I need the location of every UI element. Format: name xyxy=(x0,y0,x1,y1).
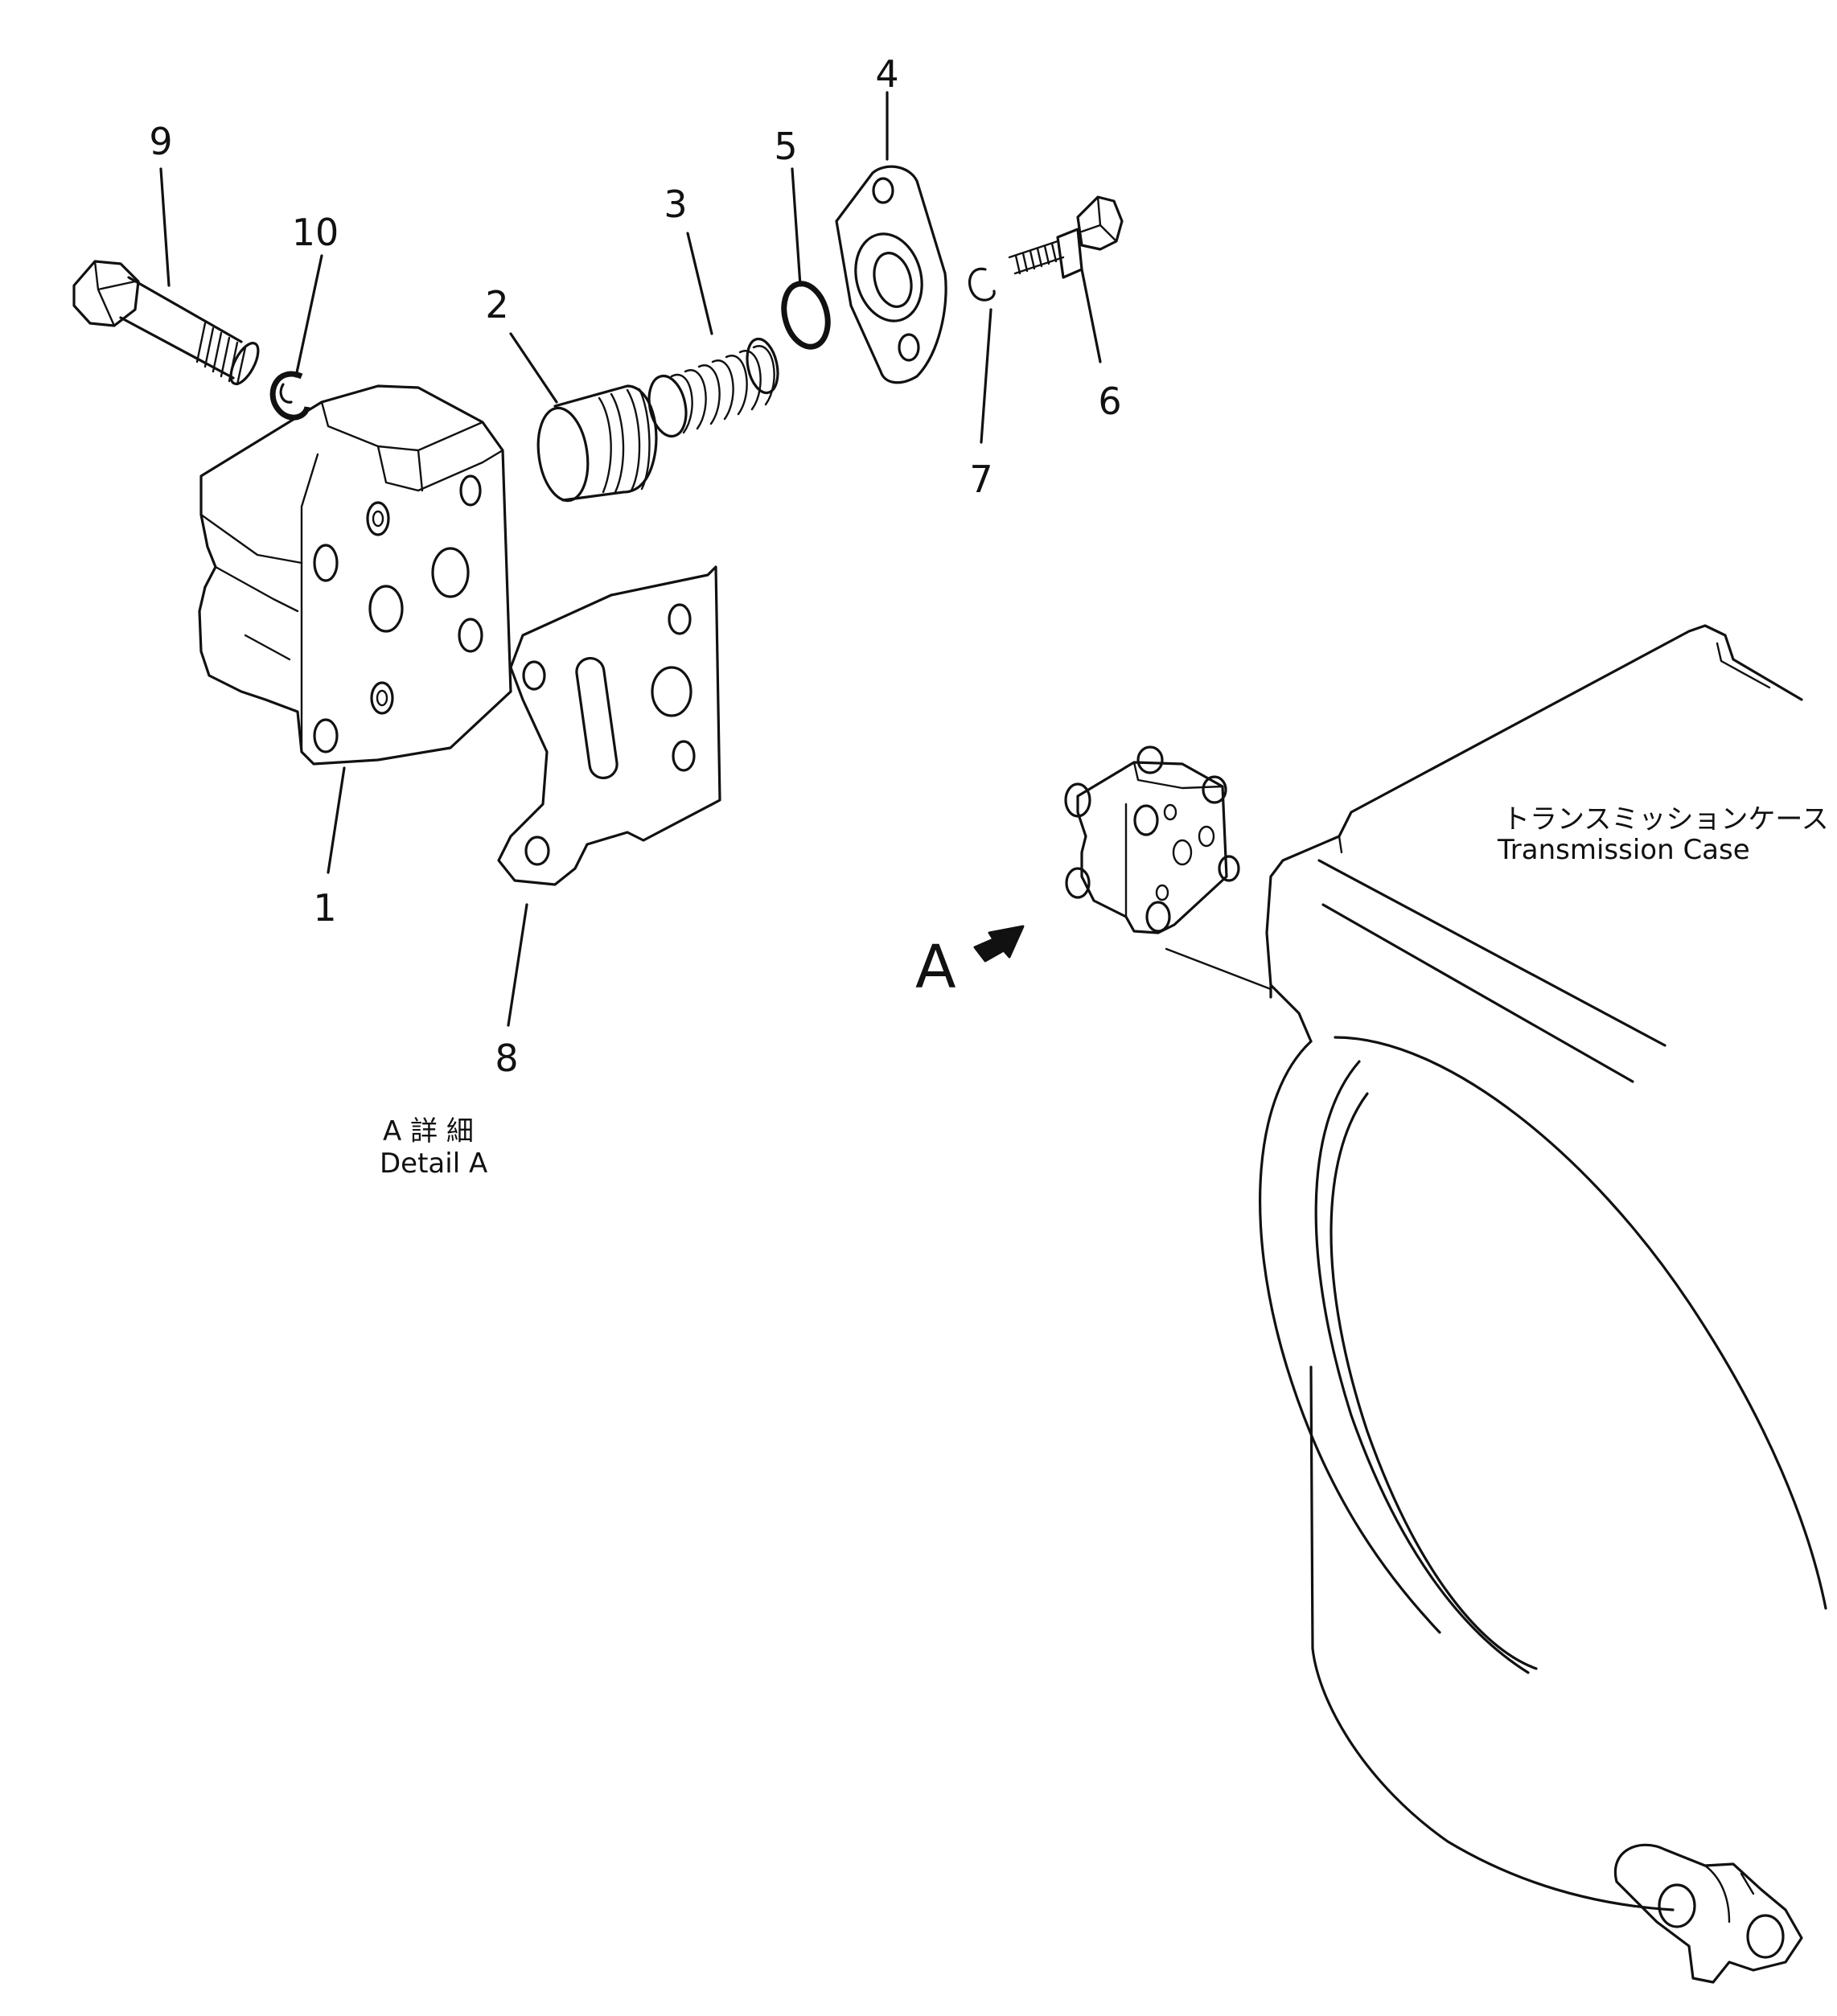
callout-2: 2 xyxy=(485,283,508,326)
callout-1: 1 xyxy=(313,886,336,930)
detail-caption-jp: A 詳 細 xyxy=(383,1115,474,1148)
callout-7: 7 xyxy=(969,458,992,501)
part-2-spool xyxy=(536,384,658,503)
part-10-washer xyxy=(269,371,310,421)
detail-caption: A 詳 細 Detail A xyxy=(380,1115,487,1180)
callout-numbers: 1 2 3 4 5 6 7 8 9 10 xyxy=(149,52,1121,1080)
callout-10: 10 xyxy=(292,211,339,254)
callout-9: 9 xyxy=(149,120,172,163)
part-1-valve-body xyxy=(198,384,512,766)
callout-8: 8 xyxy=(495,1037,518,1080)
view-arrow-icon xyxy=(973,925,1025,963)
leader-lines xyxy=(159,91,1102,1027)
transmission-case xyxy=(1165,624,1827,1984)
detail-caption-en: Detail A xyxy=(380,1148,487,1180)
callout-4: 4 xyxy=(875,52,898,96)
part-3-spring xyxy=(647,337,779,438)
case-caption-en: Transmission Case xyxy=(1497,834,1750,866)
part-8-gasket xyxy=(497,565,721,886)
view-arrow-a: A xyxy=(915,925,1025,1002)
case-caption: トランスミッションケース Transmission Case xyxy=(1497,803,1829,866)
part-9-bolt xyxy=(72,260,260,386)
callout-3: 3 xyxy=(664,183,687,226)
view-marker-label: A xyxy=(915,933,956,1002)
part-4-cover xyxy=(835,165,947,384)
callout-5: 5 xyxy=(774,125,797,168)
part-6-bolt xyxy=(1008,195,1124,279)
callout-6: 6 xyxy=(1098,380,1121,423)
valve-assembly-on-case xyxy=(1064,745,1240,934)
case-caption-jp: トランスミッションケース xyxy=(1502,803,1829,836)
part-5-o-ring xyxy=(781,281,831,350)
part-7-washer xyxy=(968,267,996,302)
